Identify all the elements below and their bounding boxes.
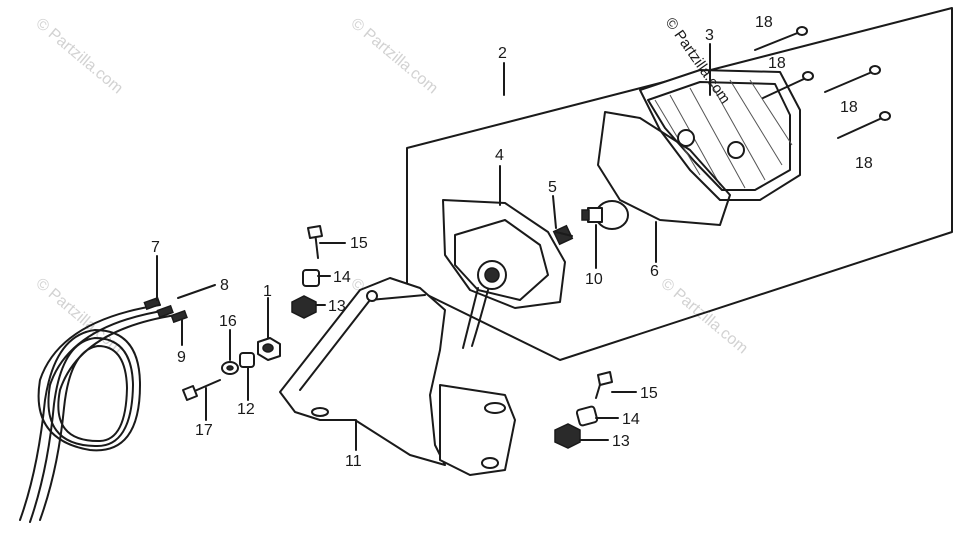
bulb: [581, 200, 629, 230]
callout-16: 16: [219, 313, 237, 330]
callout-12: 12: [237, 401, 255, 418]
callout-14-lower: 14: [622, 411, 640, 428]
callout-11: 11: [345, 453, 362, 470]
callout-15-upper: 15: [350, 235, 368, 252]
callout-6: 6: [650, 263, 659, 280]
callout-3: 3: [705, 27, 714, 44]
callout-2: 2: [498, 45, 507, 62]
callout-7: 7: [151, 239, 160, 256]
collar-12: [239, 352, 255, 368]
callout-17: 17: [195, 422, 213, 439]
lower-fastener-set: [554, 371, 613, 449]
lens-cover: [639, 69, 801, 201]
callout-labels: 2 3 4 5 6 10 7 8 9 1 16 12 17 11 15 14 1…: [151, 14, 873, 470]
callout-1: 1: [263, 283, 272, 300]
bolt-17: [182, 379, 221, 401]
callout-14-upper: 14: [333, 269, 351, 286]
watermark-2: © Partzilla.com: [347, 15, 441, 97]
callout-15-lower: 15: [640, 385, 658, 402]
callout-10: 10: [585, 271, 603, 288]
taillight-bracket: [279, 277, 516, 476]
lens-gasket: [597, 111, 731, 226]
wire-harness: [19, 296, 188, 523]
callout-13-lower: 13: [612, 433, 630, 450]
socket-spring: [552, 224, 574, 246]
callout-18-b: 18: [768, 55, 786, 72]
nut-1: [257, 337, 281, 361]
upper-fastener-set: [291, 225, 323, 319]
assembly-group-outline: [406, 7, 953, 361]
callout-5: 5: [548, 179, 557, 196]
callout-8: 8: [220, 277, 229, 294]
callout-9: 9: [177, 349, 186, 366]
taillight-housing: [442, 199, 566, 349]
leader-lines: [156, 43, 711, 451]
callout-4: 4: [495, 147, 504, 164]
watermark-1: © Partzilla.com: [32, 15, 126, 97]
callout-18-d: 18: [855, 155, 873, 172]
callout-18-c: 18: [840, 99, 858, 116]
callout-13-upper: 13: [328, 298, 346, 315]
callout-18-a: 18: [755, 14, 773, 31]
washer-16: [221, 361, 239, 375]
watermark-5: © Partzilla.com: [657, 275, 751, 357]
lens-screws: [754, 26, 891, 139]
